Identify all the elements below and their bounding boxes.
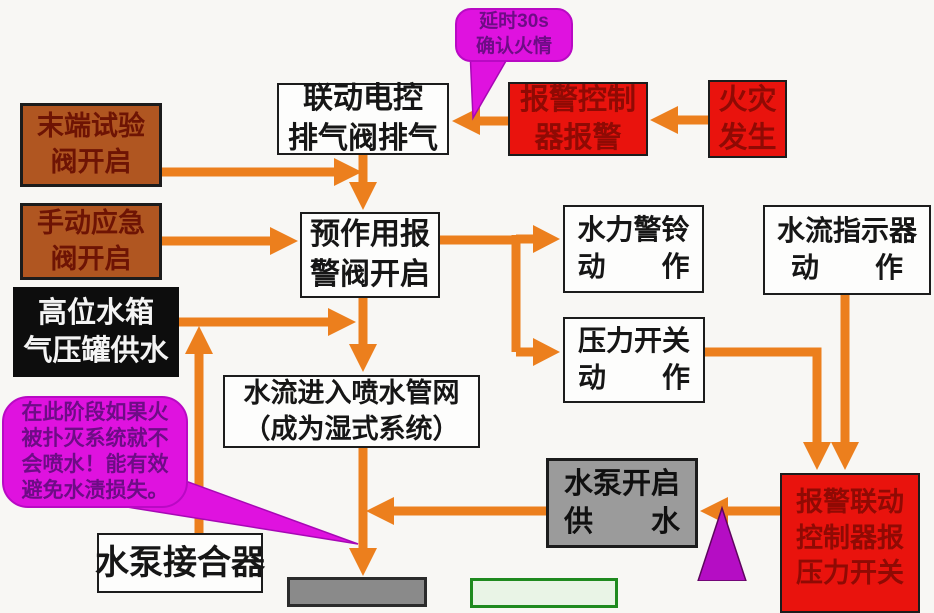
node-preaction-valve: 预作用报 警阀开启	[300, 212, 440, 298]
node-flow-indicator-line1: 水流指示器	[776, 215, 917, 247]
note-callout-line3: 会喷水！能有效	[21, 453, 169, 476]
node-hydraulic-bell-line2: 动 作	[577, 251, 690, 282]
node-pump-start-line1: 水泵开启	[563, 467, 680, 500]
node-hydraulic-bell-line1: 水力警铃	[577, 214, 690, 246]
node-preaction-valve-line2: 警阀开启	[310, 258, 430, 291]
node-pump-start-line2: 供 水	[563, 506, 680, 538]
node-alarm-controller-line1: 报警控制	[519, 83, 636, 116]
note-callout-line2: 被扑灭系统就不	[21, 426, 169, 450]
node-end-test-valve-line2: 阀开启	[50, 147, 132, 177]
node-elevated-tank: 高位水箱 气压罐供水	[13, 287, 179, 377]
node-exhaust-valve-line1: 联动电控	[303, 82, 423, 116]
flowchart-canvas: 末端试验 阀开启 手动应急 阀开启 高位水箱 气压罐供水 在此阶段如果火 被扑灭…	[2, 8, 931, 613]
delay-callout-line1: 延时30s	[479, 11, 549, 33]
note-callout-line1: 在此阶段如果火	[21, 400, 169, 424]
node-end-test-valve-line1: 末端试验	[37, 111, 145, 142]
delay-callout: 延时30s 确认火情	[455, 8, 573, 62]
node-wet-pipe: 水流进入喷水管网 （成为湿式系统）	[223, 375, 480, 448]
node-alarm-controller: 报警控制 器报警	[508, 82, 648, 156]
node-alarm-linkage-line3: 压力开关	[796, 558, 904, 589]
node-fire-occurs-line1: 火灾	[718, 83, 777, 116]
note-callout-line4: 避免水渍损失。	[21, 479, 169, 503]
node-bottom-clipped-box	[287, 577, 427, 607]
node-alarm-linkage-line2: 控制器报	[796, 522, 904, 553]
node-alarm-controller-line2: 器报警	[534, 122, 622, 154]
node-pump-coupler: 水泵接合器	[95, 533, 265, 593]
node-manual-valve: 手动应急 阀开启	[20, 203, 162, 280]
node-elevated-tank-line1: 高位水箱	[37, 296, 154, 329]
node-exhaust-valve-line2: 排气阀排气	[288, 122, 438, 155]
node-alarm-linkage: 报警联动 控制器报 压力开关	[780, 473, 920, 613]
node-flow-indicator-line2: 动 作	[790, 252, 903, 283]
node-exhaust-valve: 联动电控 排气阀排气	[277, 82, 449, 155]
node-elevated-tank-line2: 气压罐供水	[23, 335, 169, 367]
delay-callout-line2: 确认火情	[475, 36, 552, 57]
node-manual-valve-line1: 手动应急	[37, 207, 145, 238]
node-bottom-green-box	[470, 578, 618, 608]
node-flow-indicator: 水流指示器 动 作	[763, 205, 931, 295]
node-pressure-switch-line2: 动 作	[577, 362, 690, 393]
node-hydraulic-bell: 水力警铃 动 作	[563, 205, 704, 293]
node-pump-start: 水泵开启 供 水	[546, 458, 698, 548]
bottom-callout-tail	[697, 505, 747, 581]
node-pressure-switch-line1: 压力开关	[577, 325, 690, 357]
node-pump-coupler-line1: 水泵接合器	[95, 543, 265, 582]
node-preaction-valve-line1: 预作用报	[310, 218, 430, 252]
node-manual-valve-line2: 阀开启	[50, 243, 132, 274]
node-fire-occurs: 火灾 发生	[708, 80, 787, 158]
node-wet-pipe-line1: 水流进入喷水管网	[243, 377, 460, 408]
node-end-test-valve: 末端试验 阀开启	[20, 103, 162, 187]
note-callout: 在此阶段如果火 被扑灭系统就不 会喷水！能有效 避免水渍损失。	[2, 396, 188, 508]
node-pressure-switch: 压力开关 动 作	[563, 317, 705, 403]
node-alarm-linkage-line1: 报警联动	[796, 487, 904, 517]
node-fire-occurs-line2: 发生	[718, 122, 777, 154]
node-wet-pipe-line2: （成为湿式系统）	[243, 413, 460, 444]
